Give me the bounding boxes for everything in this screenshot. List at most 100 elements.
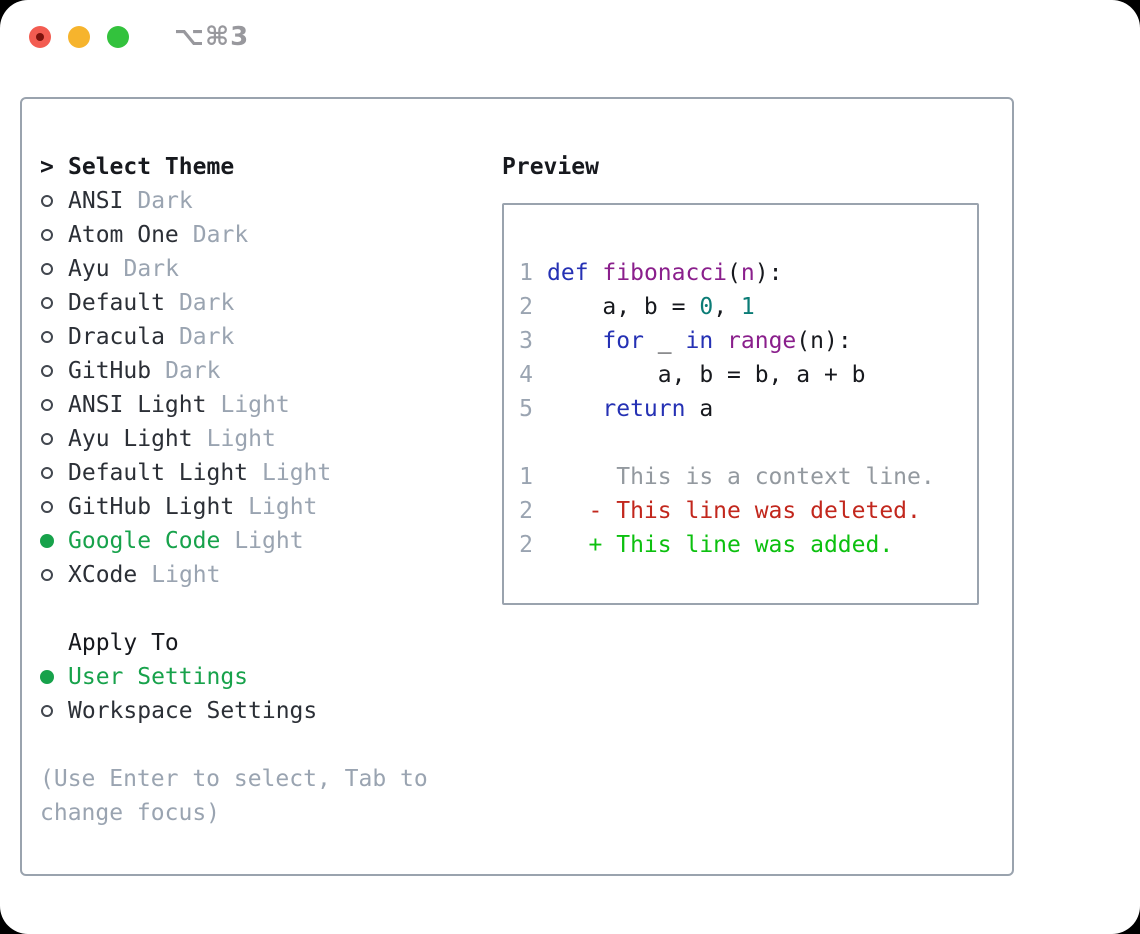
theme-option[interactable]: Atom One Dark xyxy=(40,218,480,252)
preview-title: Preview xyxy=(502,154,599,180)
theme-option-label: GitHub Light xyxy=(68,494,235,520)
code-token-ty: n xyxy=(740,260,755,286)
theme-option-label: ANSI Light xyxy=(68,392,207,418)
theme-variant-tag: Light xyxy=(220,392,290,418)
close-button[interactable] xyxy=(29,26,51,48)
theme-variant-tag: Light xyxy=(262,460,332,486)
theme-option[interactable]: Google Code Light xyxy=(40,524,480,558)
radio-unselected-icon xyxy=(41,195,53,207)
theme-option[interactable]: ANSI Light Light xyxy=(40,388,480,422)
code-token-pl: , xyxy=(713,294,741,320)
code-line: 1 def fibonacci(n): xyxy=(518,256,977,290)
theme-variant-tag: Dark xyxy=(165,358,221,384)
radio-selected-icon xyxy=(40,670,54,684)
code-token-kw: def xyxy=(547,260,589,286)
theme-option[interactable]: XCode Light xyxy=(40,558,480,592)
code-token-pl: (n): xyxy=(796,328,852,354)
theme-option-label: Google Code xyxy=(68,528,221,554)
theme-variant-tag: Dark xyxy=(178,290,235,316)
code-token-del: - This line was deleted. xyxy=(547,498,921,524)
theme-variant-tag: Light xyxy=(151,562,221,588)
radio-unselected-icon xyxy=(41,331,53,343)
apply-to-header: Apply To xyxy=(40,626,480,660)
code-token-ctx: This is a context line. xyxy=(547,464,935,490)
theme-option[interactable]: GitHub Light Light xyxy=(40,490,480,524)
code-token-lit: 0 xyxy=(699,294,714,320)
code-token-kw: in xyxy=(685,328,714,354)
apply-option-label: Workspace Settings xyxy=(68,698,318,724)
radio-unselected-icon xyxy=(41,365,53,377)
theme-variant-tag: Dark xyxy=(178,324,235,350)
apply-option[interactable]: User Settings xyxy=(40,660,480,694)
zoom-button[interactable] xyxy=(107,26,129,48)
theme-option[interactable]: Default Light Light xyxy=(40,456,480,490)
radio-unselected-icon xyxy=(41,569,53,581)
keyboard-hint: (Use Enter to select, Tab to change focu… xyxy=(40,766,428,826)
theme-option-label: ANSI xyxy=(68,188,124,214)
code-token-pl xyxy=(547,328,602,354)
code-line: 5 return a xyxy=(518,392,977,426)
radio-unselected-icon xyxy=(41,229,53,241)
code-token-kw: for xyxy=(602,328,644,354)
code-token-pl xyxy=(547,396,602,422)
radio-selected-icon xyxy=(40,534,54,548)
line-number: 2 xyxy=(519,498,533,524)
code-token-kw: return xyxy=(602,396,686,422)
code-token-ty: fibonacci xyxy=(602,260,728,286)
radio-unselected-icon xyxy=(41,705,53,717)
theme-variant-tag: Dark xyxy=(192,222,249,248)
theme-option[interactable]: ANSI Dark xyxy=(40,184,480,218)
theme-option-label: Default Light xyxy=(68,460,249,486)
theme-option-label: XCode xyxy=(68,562,138,588)
window-title: ⌥⌘3 xyxy=(174,22,250,52)
code-line: 4 a, b = b, a + b xyxy=(518,358,977,392)
apply-option-label: User Settings xyxy=(68,664,249,690)
select-theme-title: Select Theme xyxy=(68,154,235,180)
apply-option[interactable]: Workspace Settings xyxy=(40,694,480,728)
minimize-button[interactable] xyxy=(68,26,90,48)
theme-option-label: Atom One xyxy=(68,222,179,248)
line-number: 3 xyxy=(519,328,533,354)
theme-variant-tag: Light xyxy=(248,494,318,520)
code-token-pl: ( xyxy=(727,260,741,286)
code-line: 2 + This line was added. xyxy=(518,528,977,562)
radio-unselected-icon xyxy=(41,467,53,479)
titlebar: ⌥⌘3 xyxy=(0,0,1140,74)
theme-option-label: Default xyxy=(68,290,165,316)
code-line: 2 a, b = 0, 1 xyxy=(518,290,977,324)
traffic-lights xyxy=(29,26,146,48)
code-token-add: + This line was added. xyxy=(547,532,894,558)
theme-variant-tag: Dark xyxy=(137,188,193,214)
line-number: 1 xyxy=(519,260,533,286)
line-number: 1 xyxy=(519,464,533,490)
code-token-pl: _ xyxy=(643,328,686,354)
radio-unselected-icon xyxy=(41,263,53,275)
code-line: 3 for _ in range(n): xyxy=(518,324,977,358)
theme-variant-tag: Light xyxy=(234,528,304,554)
code-token-lit: 1 xyxy=(740,294,755,320)
line-number: 2 xyxy=(519,294,533,320)
radio-unselected-icon xyxy=(41,297,53,309)
line-number: 2 xyxy=(519,532,533,558)
code-token-pl xyxy=(713,328,727,354)
code-token-pl xyxy=(589,260,603,286)
radio-unselected-icon xyxy=(41,399,53,411)
code-token-ty: range xyxy=(727,328,797,354)
apply-to-title: Apply To xyxy=(68,630,179,656)
code-token-pl: ): xyxy=(754,260,783,286)
code-line: 2 - This line was deleted. xyxy=(518,494,977,528)
code-line xyxy=(518,426,977,460)
theme-option-label: Ayu xyxy=(68,256,110,282)
theme-option[interactable]: Default Dark xyxy=(40,286,480,320)
